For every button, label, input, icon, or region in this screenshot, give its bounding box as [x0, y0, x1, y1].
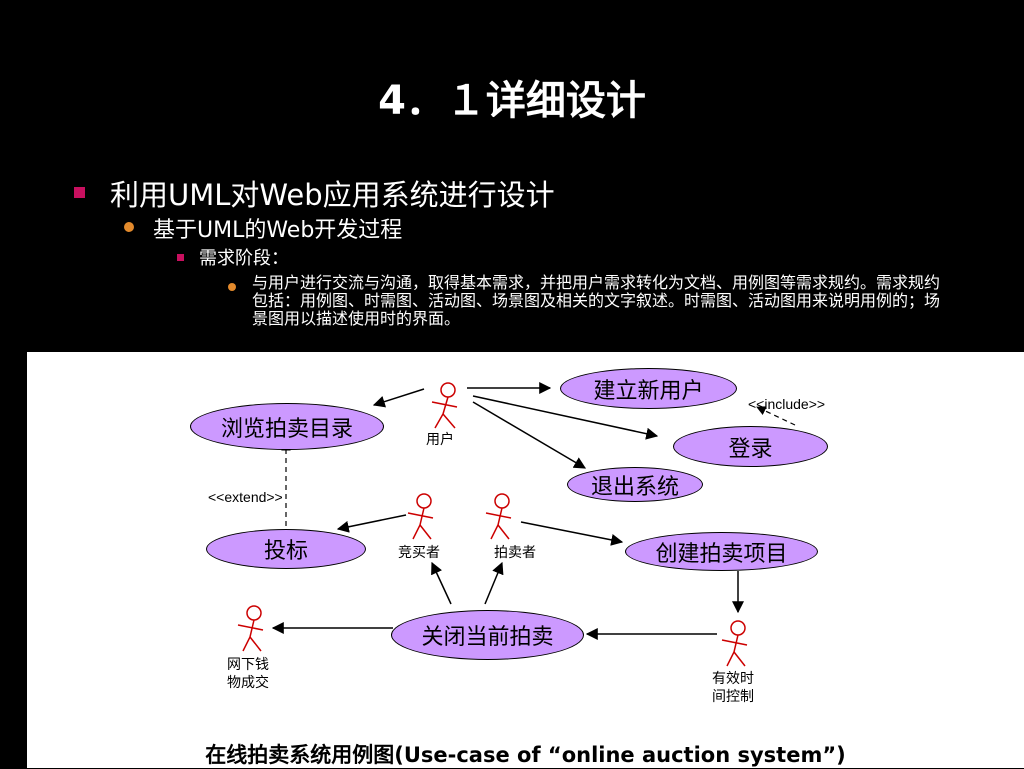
use-case-create-item: 创建拍卖项目 — [625, 532, 818, 571]
arrow-user-to-logout — [472, 401, 587, 469]
arrow-user-to-browse — [372, 388, 425, 408]
use-case-logout: 退出系统 — [567, 467, 703, 502]
slide-title: 4．１详细设计 — [378, 78, 646, 124]
actor-seller-icon — [485, 493, 512, 540]
actor-buyer-label: 竞买者 — [398, 545, 440, 561]
actor-user-icon — [431, 382, 458, 429]
bullet-level-1: 利用UML对Web应用系统进行设计 — [110, 178, 555, 212]
bullet-circle-marker — [124, 222, 134, 232]
actor-offline-label-line1: 网下钱 — [227, 657, 269, 673]
bullet-level-4: 与用户进行交流与沟通，取得基本需求，并把用户需求转化为文档、用例图等需求规约。需… — [252, 273, 941, 328]
bullet-level-3: 需求阶段： — [199, 248, 289, 269]
arrow-close-to-seller — [484, 561, 504, 605]
arrow-user-to-login — [472, 395, 659, 440]
bullet-level-2: 基于UML的Web开发过程 — [153, 218, 403, 243]
use-case-login: 登录 — [673, 426, 828, 467]
diagram-caption: 在线拍卖系统用例图(Use-case of “online auction sy… — [205, 743, 846, 767]
arrow-close-to-buyer — [431, 561, 452, 605]
bullet-circle-marker — [228, 283, 236, 291]
diagram-connectors — [237, 382, 796, 667]
extend-stereotype: <<extend>> — [208, 489, 283, 505]
use-case-close-auction: 关闭当前拍卖 — [391, 610, 584, 660]
actor-offline-label-line2: 物成交 — [227, 675, 269, 691]
actor-timer-label-line2: 间控制 — [712, 689, 754, 705]
actor-timer-label-line1: 有效时 — [712, 671, 754, 687]
arrow-seller-to-create — [520, 521, 624, 546]
include-stereotype: <<include>> — [748, 396, 826, 412]
actor-user-label: 用户 — [426, 432, 454, 448]
use-case-diagram: 建立新用户 浏览拍卖目录 登录 退出系统 投标 创建拍卖项目 关闭当前拍卖 <<… — [27, 352, 1024, 768]
bullet-square-marker — [177, 254, 184, 261]
arrow-buyer-to-bid — [336, 514, 407, 533]
actor-buyer-icon — [407, 493, 434, 540]
use-case-register: 建立新用户 — [560, 368, 737, 409]
bullet-square-marker — [74, 187, 85, 198]
use-case-bid: 投标 — [206, 529, 366, 569]
actor-seller-label: 拍卖者 — [494, 545, 536, 561]
actor-timer-icon — [721, 620, 748, 667]
actor-offline-label: 网下钱 物成交 — [213, 656, 283, 692]
include-dependency — [756, 406, 796, 426]
actor-offline-icon — [237, 605, 264, 652]
actor-timer-label: 有效时 间控制 — [698, 670, 768, 706]
use-case-browse: 浏览拍卖目录 — [190, 403, 384, 450]
